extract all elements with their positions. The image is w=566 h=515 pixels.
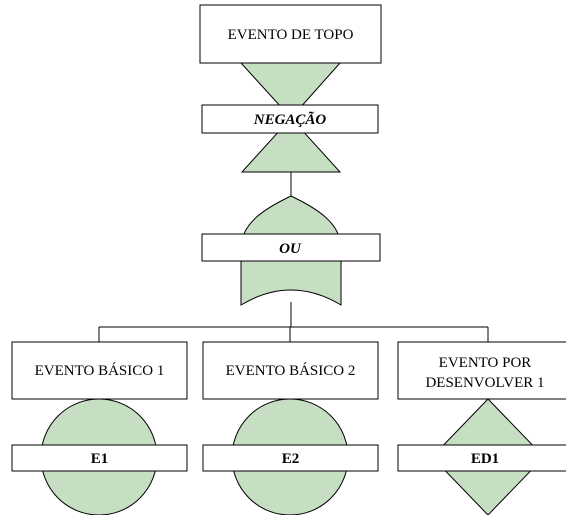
basic-event-1-box	[11, 341, 188, 400]
basic-event-1-label: EVENTO BÁSICO 1	[35, 362, 165, 379]
undeveloped-event-1-label-line-1: EVENTO POR	[439, 355, 532, 371]
or-gate: OU	[201, 195, 381, 306]
top-event-label: EVENTO DE TOPO	[228, 27, 354, 43]
undeveloped-event-1-label-line-2: DESENVOLVER 1	[425, 375, 544, 391]
undeveloped-event-1: EVENTO POR DESENVOLVER 1 ED1	[397, 341, 566, 515]
negation-gate-bottom-triangle	[240, 117, 342, 173]
top-event: EVENTO DE TOPO	[199, 4, 382, 64]
negation-gate-label: NEGAÇÃO	[253, 110, 327, 128]
basic-event-1: EVENTO BÁSICO 1 E1	[11, 341, 188, 515]
basic-event-2-box	[202, 341, 379, 400]
basic-event-2: EVENTO BÁSICO 2 E2	[202, 341, 379, 515]
or-gate-label-box	[201, 233, 381, 262]
basic-event-1-code-box	[11, 444, 188, 472]
basic-event-1-code: E1	[91, 451, 109, 467]
or-gate-label: OU	[279, 241, 302, 257]
negation-gate-label-box	[201, 104, 379, 134]
negation-gate-top-triangle	[239, 62, 342, 119]
undeveloped-event-1-box	[397, 341, 566, 400]
negation-gate: NEGAÇÃO	[201, 62, 379, 173]
basic-event-2-code: E2	[282, 451, 300, 467]
undeveloped-event-1-code: ED1	[471, 451, 499, 467]
undeveloped-event-1-code-box	[397, 444, 566, 472]
basic-event-2-label: EVENTO BÁSICO 2	[226, 362, 356, 379]
basic-event-2-code-box	[202, 444, 379, 472]
